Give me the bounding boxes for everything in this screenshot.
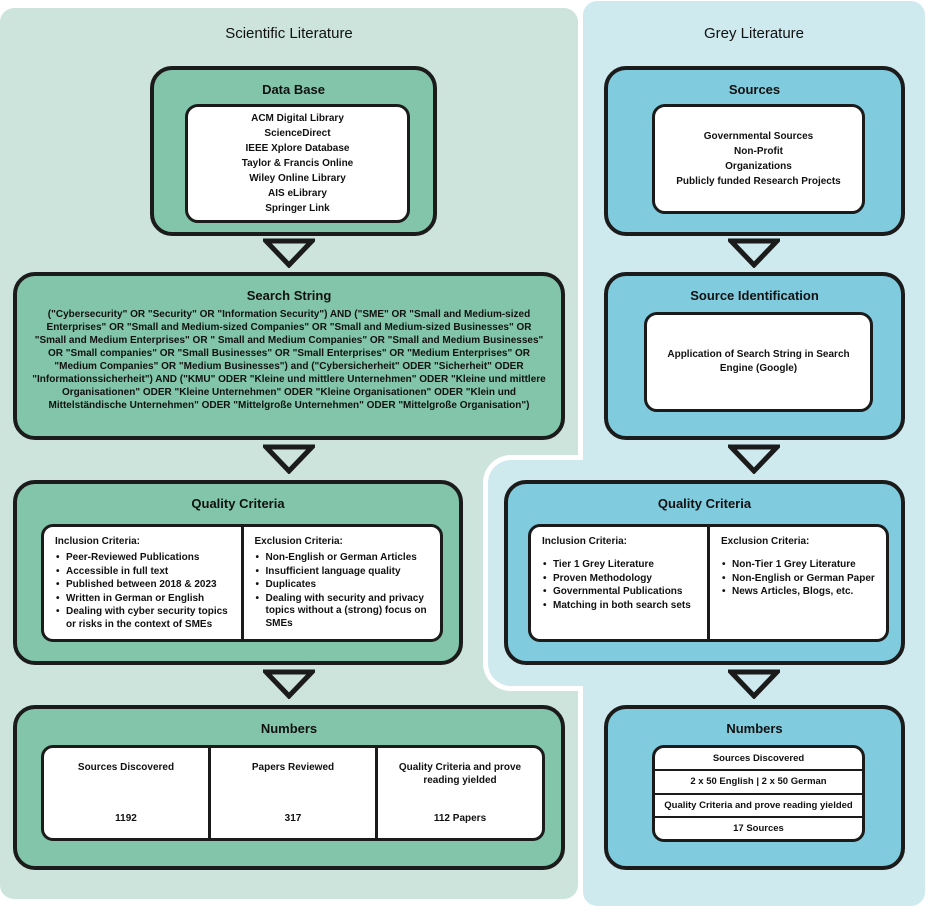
quality-criteria-header: Quality Criteria [191,496,285,511]
numbers-cell: Papers Reviewed 317 [208,748,375,838]
numbers-row-value: 17 Sources [655,815,862,839]
exclusion-criteria-title: Exclusion Criteria: [721,536,810,547]
exclusion-criteria-list: Non-English or German Articles Insuffici… [255,552,432,630]
inclusion-criteria-cell: Inclusion Criteria: Peer-Reviewed Public… [44,527,241,639]
database-item: Springer Link [265,203,330,214]
sources-item: Publicly funded Research Projects [676,176,841,187]
criteria-item: Accessible in full text [55,566,232,579]
down-arrow-icon [728,238,780,268]
criteria-item: Matching in both search sets [542,600,698,613]
criteria-table: Inclusion Criteria: Peer-Reviewed Public… [41,524,443,642]
numbers-cell-value: 1192 [115,813,137,824]
scientific-literature-title: Scientific Literature [225,25,353,42]
source-identification-box: Source Identification Application of Sea… [604,272,905,440]
sources-item: Organizations [725,161,792,172]
database-item: Wiley Online Library [249,173,346,184]
criteria-item: Proven Methodology [542,573,698,586]
sources-item: Non-Profit [734,146,783,157]
exclusion-criteria-title: Exclusion Criteria: [254,536,343,547]
source-identification-header: Source Identification [690,288,819,303]
database-header: Data Base [262,82,325,97]
criteria-item: News Articles, Blogs, etc. [721,586,877,599]
sources-item: Governmental Sources [703,131,814,142]
criteria-table: Inclusion Criteria: Tier 1 Grey Literatu… [528,524,889,642]
criteria-item: Non-English or German Paper [721,573,877,586]
database-item: ACM Digital Library [251,113,344,124]
grey-literature-title: Grey Literature [703,25,805,42]
criteria-item: Governmental Publications [542,586,698,599]
numbers-table: Sources Discovered 2 x 50 English | 2 x … [652,745,865,842]
criteria-item: Peer-Reviewed Publications [55,552,232,565]
numbers-table: Sources Discovered 1192 Papers Reviewed … [41,745,545,841]
criteria-item: Written in German or English [55,593,232,606]
down-arrow-icon [728,669,780,699]
down-arrow-icon [263,444,315,474]
numbers-cell-value: 317 [284,813,302,824]
criteria-item: Duplicates [255,579,432,592]
criteria-item: Non-English or German Articles [255,552,432,565]
database-item: AIS eLibrary [268,188,327,199]
inclusion-criteria-title: Inclusion Criteria: [542,536,628,547]
numbers-box-scientific: Numbers Sources Discovered 1192 Papers R… [13,705,565,870]
numbers-cell-label: Papers Reviewed [251,762,335,773]
numbers-cell: Quality Criteria and prove reading yield… [375,748,542,838]
down-arrow-icon [728,444,780,474]
criteria-item: Insufficient language quality [255,566,432,579]
database-item: ScienceDirect [264,128,331,139]
sources-box: Sources Governmental Sources Non-Profit … [604,66,905,236]
quality-criteria-header: Quality Criteria [657,496,752,511]
inclusion-criteria-list: Tier 1 Grey Literature Proven Methodolog… [542,559,698,612]
search-string-text: ("Cybersecurity" OR "Security" OR "Infor… [32,309,546,411]
sources-header: Sources [728,82,781,97]
search-string-header: Search String [246,288,332,303]
numbers-header: Numbers [726,721,783,736]
criteria-item: Non-Tier 1 Grey Literature [721,559,877,572]
numbers-cell-label: Quality Criteria and prove reading yield… [398,762,522,786]
numbers-cell-label: Sources Discovered [77,762,175,773]
down-arrow-icon [263,238,315,268]
criteria-item: Dealing with cyber security topics or ri… [55,606,232,631]
exclusion-criteria-cell: Exclusion Criteria: Non-English or Germa… [240,527,441,639]
sources-list: Governmental Sources Non-Profit Organiza… [652,104,865,214]
inclusion-criteria-list: Peer-Reviewed Publications Accessible in… [55,552,232,631]
numbers-row-value: 2 x 50 English | 2 x 50 German [655,769,862,792]
criteria-item: Dealing with security and privacy topics… [255,593,432,631]
database-item: IEEE Xplore Database [245,143,350,154]
numbers-row-label: Sources Discovered [712,753,805,765]
exclusion-criteria-list: Non-Tier 1 Grey Literature Non-English o… [721,559,877,599]
inclusion-criteria-title: Inclusion Criteria: [55,536,141,547]
inclusion-criteria-cell: Inclusion Criteria: Tier 1 Grey Literatu… [531,527,707,639]
exclusion-criteria-cell: Exclusion Criteria: Non-Tier 1 Grey Lite… [707,527,886,639]
database-item: Taylor & Francis Online [241,158,354,169]
numbers-header: Numbers [260,721,318,736]
numbers-box-grey: Numbers Sources Discovered 2 x 50 Englis… [604,705,905,870]
numbers-cell: Sources Discovered 1192 [44,748,208,838]
database-box: Data Base ACM Digital Library ScienceDir… [150,66,437,236]
criteria-item: Published between 2018 & 2023 [55,579,232,592]
quality-criteria-box-grey: Quality Criteria Inclusion Criteria: Tie… [504,480,905,665]
search-string-box: Search String ("Cybersecurity" OR "Secur… [13,272,565,440]
quality-criteria-box-scientific: Quality Criteria Inclusion Criteria: Pee… [13,480,463,665]
numbers-row-label: Quality Criteria and prove reading yield… [655,792,862,816]
database-list: ACM Digital Library ScienceDirect IEEE X… [185,104,410,223]
criteria-item: Tier 1 Grey Literature [542,559,698,572]
source-identification-inner: Application of Search String in Search E… [644,312,873,412]
numbers-cell-value: 112 Papers [433,813,487,824]
down-arrow-icon [263,669,315,699]
source-identification-text: Application of Search String in Search E… [667,349,850,374]
